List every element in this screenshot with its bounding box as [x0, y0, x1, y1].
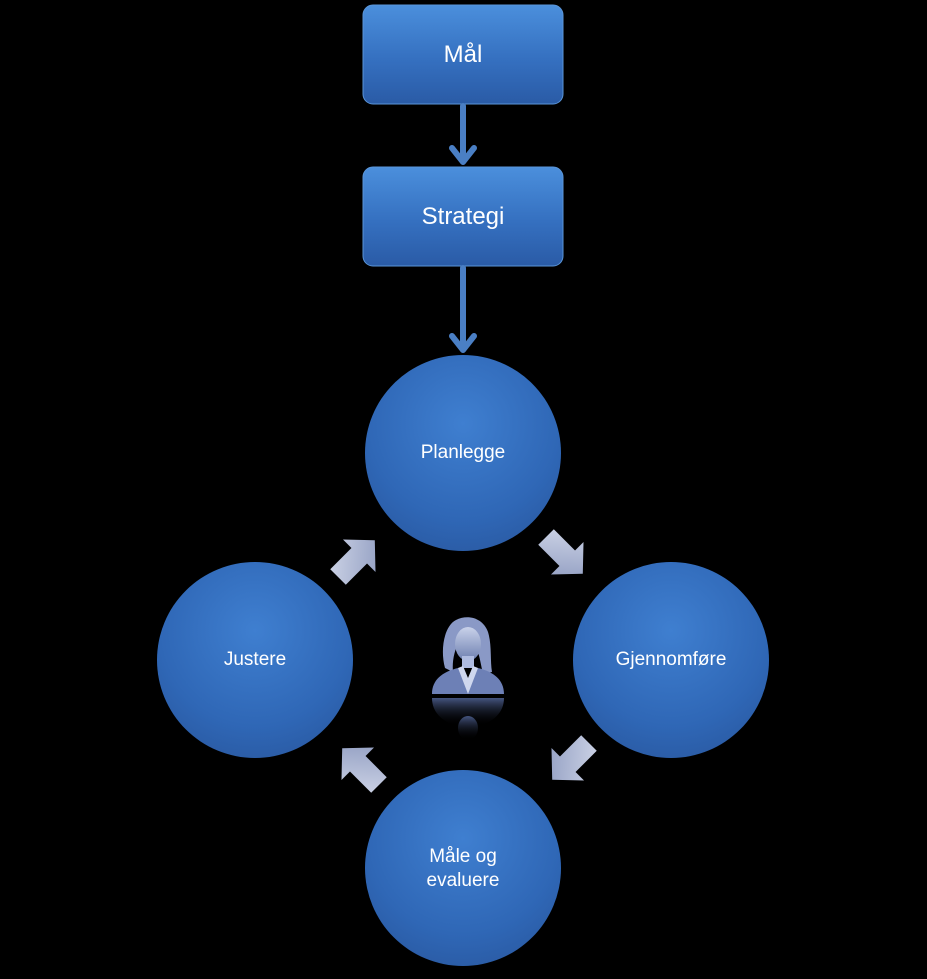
plan-circle: [365, 355, 561, 551]
strategy-box: [362, 166, 564, 267]
measure-circle: [365, 770, 561, 966]
person-icon: [432, 617, 504, 740]
cycle-arrow-plan-to-execute: [538, 529, 584, 575]
adjust-circle: [157, 562, 353, 758]
cycle-arrow-adjust-to-plan: [330, 539, 376, 585]
cycle-arrow-execute-to-measure: [551, 735, 597, 781]
execute-circle: [573, 562, 769, 758]
goal-box: [362, 4, 564, 105]
cycle-arrow-measure-to-adjust: [341, 747, 387, 793]
strategy-to-plan-connector: [449, 265, 477, 353]
goal-to-strategy-connector: [449, 103, 477, 165]
